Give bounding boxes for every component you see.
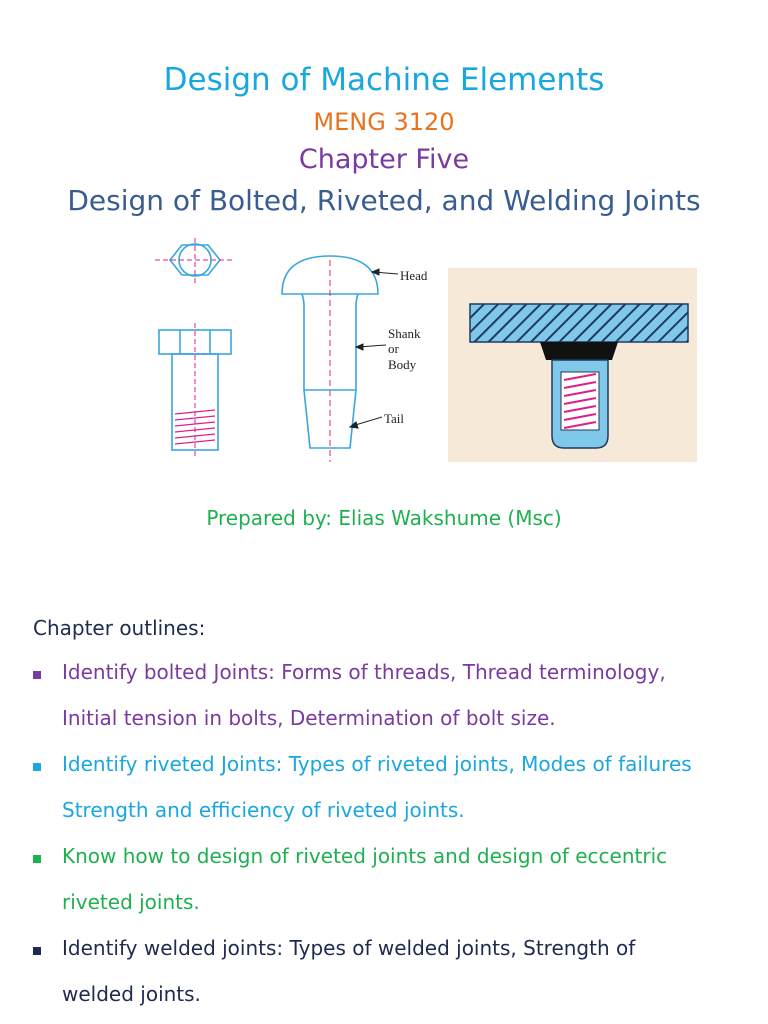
outline-heading: Chapter outlines: — [33, 616, 206, 640]
rivet-head — [281, 255, 379, 295]
screw-thread — [563, 373, 597, 429]
body-label: Body — [388, 357, 417, 372]
outline-item-line2: welded joints. — [62, 982, 201, 1006]
bolt-shank — [171, 353, 219, 451]
head-label: Head — [400, 268, 428, 283]
outline-item-line2: Initial tension in bolts, Determination … — [62, 706, 556, 730]
bolt-drawing — [155, 238, 235, 456]
screw-in-plate-drawing — [448, 268, 697, 462]
chapter-label: Chapter Five — [298, 144, 470, 175]
bullet-square-icon — [33, 947, 41, 955]
bullet-square-icon — [33, 855, 41, 863]
outline-item-line2: riveted joints. — [62, 890, 200, 914]
rivet-drawing: Head Shank or Body Tail — [281, 255, 428, 462]
outline-item-line2: Strength and efficiency of riveted joint… — [62, 798, 465, 822]
chapter-subtitle: Design of Bolted, Riveted, and Welding J… — [67, 184, 701, 217]
bullet-square-icon — [33, 671, 41, 679]
outline-item-line1: Identify welded joints: Types of welded … — [62, 936, 636, 960]
hatched-plate — [469, 303, 689, 343]
prepared-by: Prepared by: Elias Wakshume (Msc) — [206, 506, 562, 530]
outline-item-line1: Identify bolted Joints: Forms of threads… — [62, 660, 666, 684]
bullet-square-icon — [33, 763, 41, 771]
screw-head — [540, 342, 618, 360]
outline-item-line1: Know how to design of riveted joints and… — [62, 844, 668, 868]
outline-item-line1: Identify riveted Joints: Types of rivete… — [62, 752, 692, 776]
or-label: or — [388, 341, 400, 356]
tail-label: Tail — [384, 411, 404, 426]
course-code: MENG 3120 — [313, 108, 455, 136]
bolt-thread — [174, 409, 216, 445]
slide-title: Design of Machine Elements — [163, 62, 605, 98]
shank-label: Shank — [388, 326, 421, 341]
rivet-shank — [301, 293, 359, 449]
